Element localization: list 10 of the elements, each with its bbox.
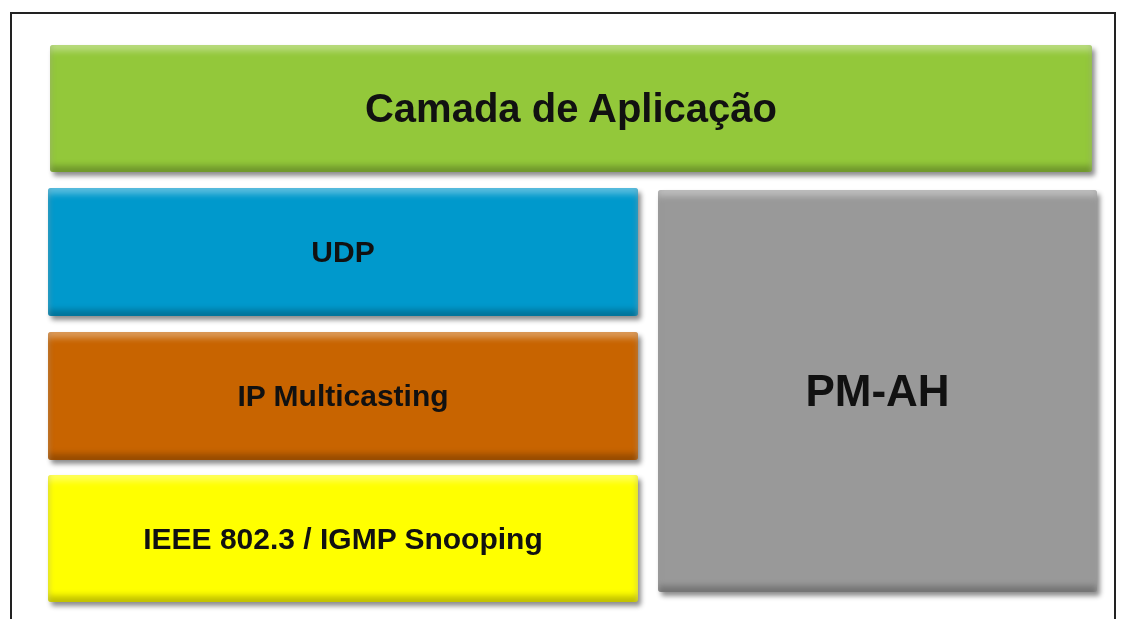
- layer-label: IEEE 802.3 / IGMP Snooping: [143, 521, 543, 556]
- layer-label: UDP: [311, 235, 375, 269]
- layer-box: [48, 475, 638, 602]
- layer-label: IP Multicasting: [237, 379, 449, 413]
- layer-label: Camada de Aplicação: [365, 86, 777, 131]
- layer-box: [50, 45, 1092, 172]
- layer-box: [48, 332, 638, 460]
- layer-box: [658, 190, 1097, 592]
- layer-label: PM-AH: [805, 366, 950, 416]
- layer-box: [48, 188, 638, 316]
